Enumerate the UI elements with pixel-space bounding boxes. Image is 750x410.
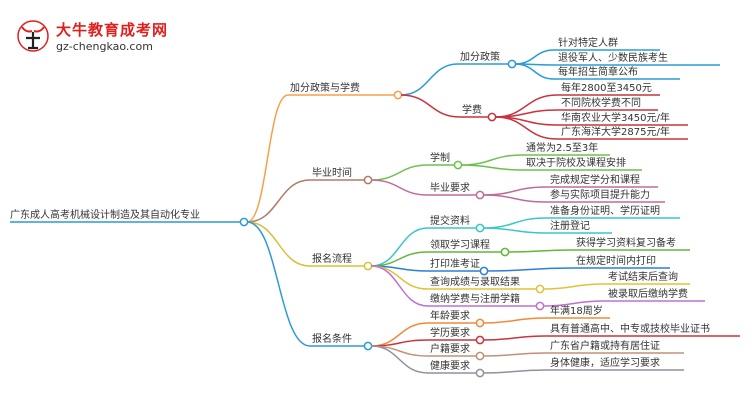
sub-branch-label: 打印准考证 bbox=[430, 257, 480, 270]
sub-branch-node-dot bbox=[535, 301, 545, 311]
leaf-connector bbox=[482, 217, 547, 229]
leaf-connector bbox=[494, 116, 558, 140]
leaf-connector bbox=[486, 267, 573, 272]
leaf-connector bbox=[482, 186, 547, 196]
leaf-label: 准备身份证明、学历证明 bbox=[550, 204, 660, 217]
branch-connector bbox=[246, 221, 311, 347]
leaf-label: 每年2800至3450元 bbox=[561, 81, 652, 94]
sub-branch-label: 年龄要求 bbox=[430, 309, 470, 322]
sub-branch-label: 毕业要求 bbox=[430, 181, 470, 194]
sub-branch-node-dot bbox=[453, 160, 463, 170]
leaf-label: 完成规定学分和课程 bbox=[550, 173, 640, 186]
leaf-label: 获得学习资料复习备考 bbox=[576, 236, 676, 249]
branch-label: 加分政策与学费 bbox=[290, 81, 360, 94]
leaf-connector bbox=[514, 49, 555, 65]
branch-node-dot bbox=[363, 175, 373, 185]
leaf-connector bbox=[482, 194, 547, 203]
leaf-label: 广东海洋大学2875元/年 bbox=[561, 125, 670, 138]
branch-node-dot bbox=[363, 261, 373, 271]
sub-branch-label: 加分政策 bbox=[460, 50, 500, 63]
leaf-label: 考试结束后查询 bbox=[608, 270, 678, 283]
branch-label: 报名流程 bbox=[312, 252, 352, 265]
sub-branch-node-dot bbox=[475, 368, 485, 378]
sub-branch-node-dot bbox=[487, 112, 497, 122]
leaf-connector bbox=[507, 249, 573, 253]
branch-node-dot bbox=[393, 90, 403, 100]
root-node-label: 广东成人高考机械设计制造及其自动化专业 bbox=[10, 208, 200, 221]
leaf-label: 每年招生简章公布 bbox=[558, 65, 638, 78]
sub-branch-node-dot bbox=[475, 318, 485, 328]
leaf-label: 不同院校学费不同 bbox=[561, 96, 641, 109]
sub-branch-label: 提交资料 bbox=[430, 214, 470, 227]
branch-label: 报名条件 bbox=[312, 332, 352, 345]
leaf-connector bbox=[482, 352, 547, 357]
sub-branch-label: 查询成绩与录取结果 bbox=[430, 275, 520, 288]
sub-branch-connector bbox=[370, 164, 429, 181]
sub-branch-connector bbox=[370, 339, 429, 347]
sub-branch-node-dot bbox=[475, 190, 485, 200]
sub-branch-connector bbox=[370, 179, 429, 196]
sub-branch-label: 缴纳学费与注册学籍 bbox=[430, 292, 520, 305]
sub-branch-label: 户籍要求 bbox=[430, 342, 470, 355]
sub-branch-label: 健康要求 bbox=[430, 359, 470, 372]
branch-node-dot bbox=[363, 341, 373, 351]
leaf-connector bbox=[482, 317, 547, 324]
leaf-label: 广东省户籍或持有居住证 bbox=[550, 339, 660, 352]
leaf-label: 在规定时间内打印 bbox=[576, 254, 656, 267]
leaf-label: 被录取后缴纳学费 bbox=[608, 287, 688, 300]
leaf-connector bbox=[542, 300, 605, 307]
leaf-label: 取决于院校及课程安排 bbox=[526, 156, 626, 169]
branch-label: 毕业时间 bbox=[312, 166, 352, 179]
sub-branch-label: 领取学习课程 bbox=[430, 238, 490, 251]
leaf-label: 年满18周岁 bbox=[550, 304, 603, 317]
leaf-connector bbox=[482, 227, 547, 234]
leaf-label: 身体健康，适应学习要求 bbox=[550, 356, 660, 369]
leaf-connector bbox=[494, 109, 558, 118]
sub-branch-label: 学制 bbox=[430, 151, 450, 164]
sub-branch-connector bbox=[400, 94, 461, 118]
leaf-label: 华南农业大学3450元/年 bbox=[561, 111, 670, 124]
leaf-connector bbox=[482, 335, 547, 341]
sub-branch-node-dot bbox=[479, 266, 489, 276]
leaf-label: 针对特定人群 bbox=[558, 36, 618, 49]
leaf-connector bbox=[460, 164, 523, 171]
sub-branch-node-dot bbox=[507, 59, 517, 69]
sub-branch-label: 学历要求 bbox=[430, 326, 470, 339]
sub-branch-node-dot bbox=[500, 247, 510, 257]
leaf-label: 参与实际项目提升能力 bbox=[550, 188, 650, 201]
root-node-dot bbox=[239, 217, 249, 227]
branch-connector bbox=[246, 94, 289, 223]
sub-branch-node-dot bbox=[535, 284, 545, 294]
leaf-label: 具有普通高中、中专或技校毕业证书 bbox=[550, 322, 710, 335]
leaf-label: 注册登记 bbox=[550, 219, 590, 232]
bull-logo-icon bbox=[17, 20, 49, 52]
leaf-label: 通常为2.5至3年 bbox=[526, 141, 598, 154]
leaf-connector bbox=[460, 154, 523, 166]
sub-branch-label: 学费 bbox=[462, 103, 482, 116]
sub-branch-node-dot bbox=[475, 335, 485, 345]
sub-branch-node-dot bbox=[475, 351, 485, 361]
sub-branch-connector bbox=[370, 227, 429, 267]
leaf-connector bbox=[514, 63, 555, 80]
sub-branch-node-dot bbox=[475, 223, 485, 233]
branch-connector bbox=[246, 179, 311, 223]
site-url: gz-chengkao.com bbox=[56, 40, 153, 53]
sub-branch-connector bbox=[400, 63, 459, 96]
sub-branch-connector bbox=[370, 345, 429, 374]
leaf-connector bbox=[482, 369, 547, 374]
leaf-label: 退役军人、少数民族考生 bbox=[558, 51, 668, 64]
branch-connector bbox=[246, 221, 311, 267]
site-logo[interactable]: 大牛教育成考网 gz-chengkao.com bbox=[16, 18, 216, 60]
site-title: 大牛教育成考网 bbox=[56, 21, 169, 39]
leaf-connector bbox=[542, 283, 605, 290]
sub-branch-connector bbox=[370, 265, 429, 307]
